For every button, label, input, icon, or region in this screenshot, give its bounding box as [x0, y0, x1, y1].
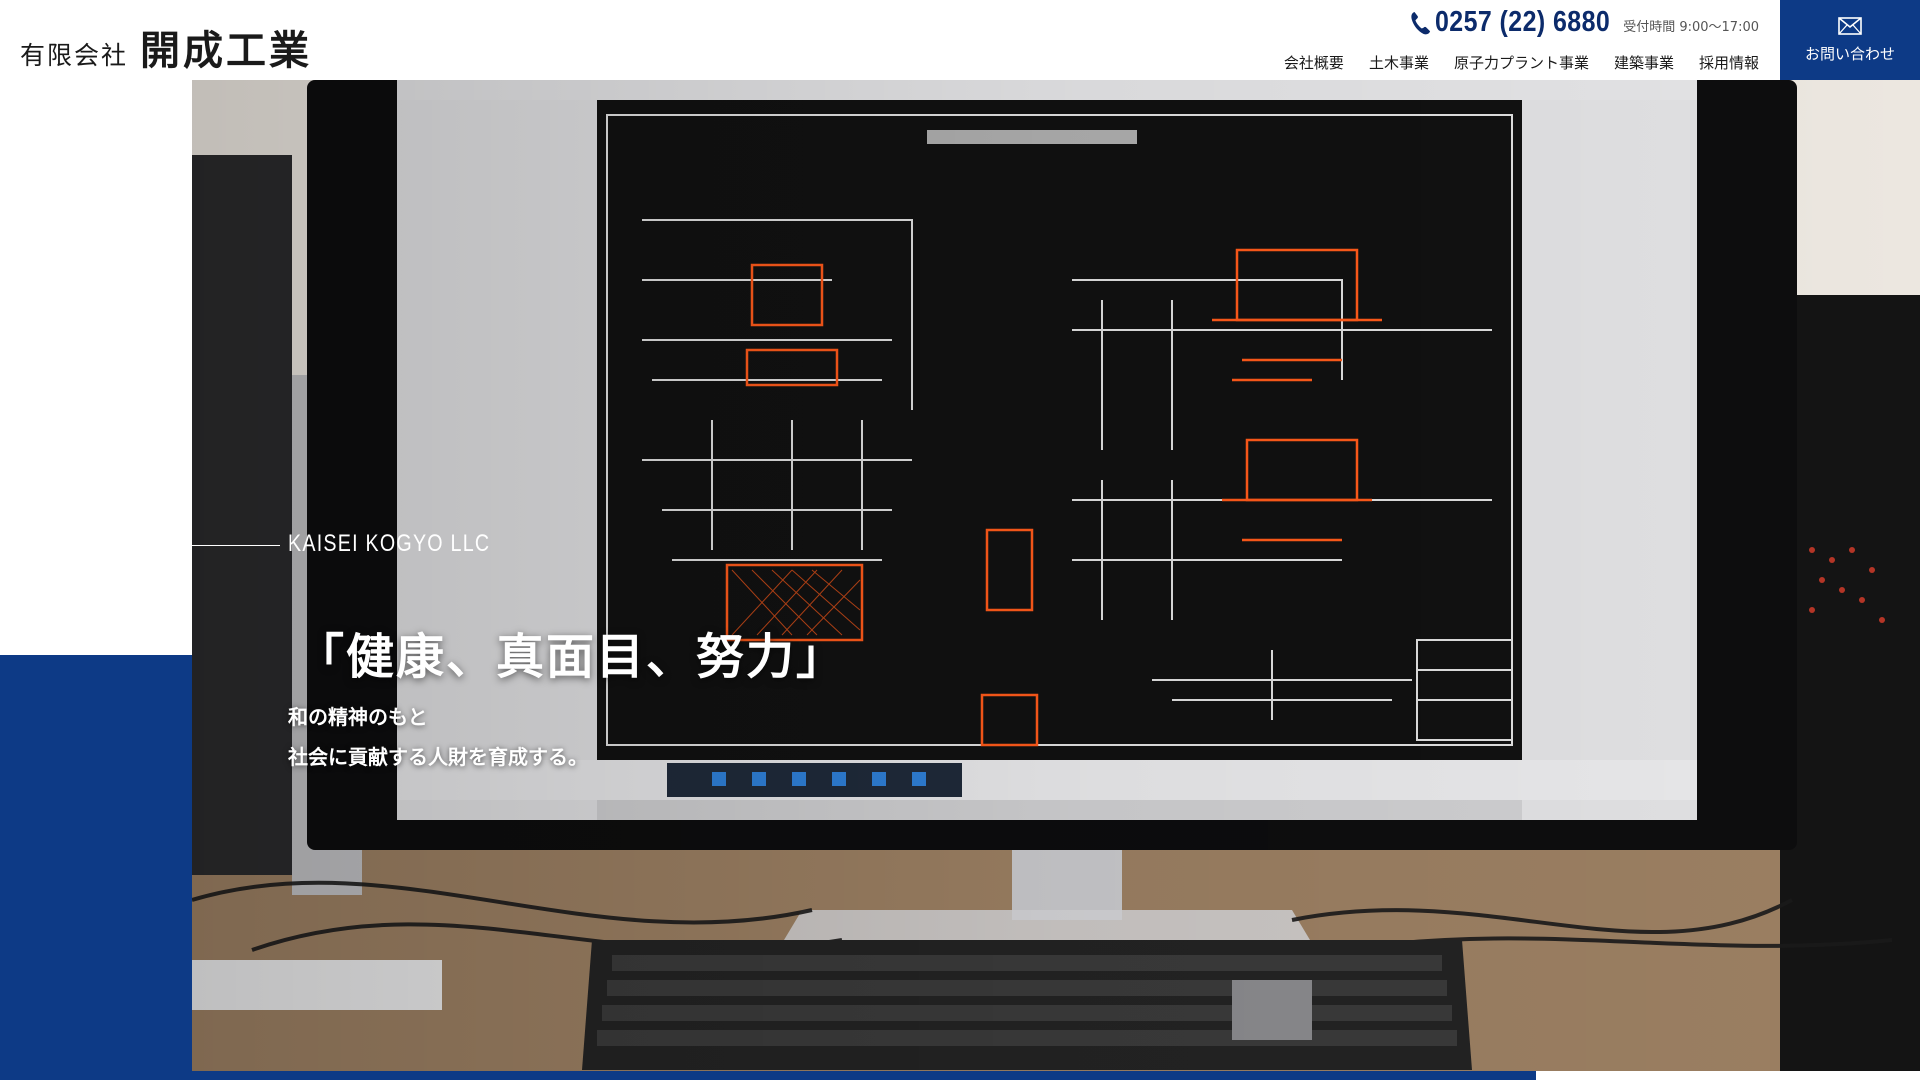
site-header: 有限会社 開成工業 0257 (22) 6880 受付時間 9:00〜17:00…	[0, 0, 1920, 80]
main-nav: 会社概要 土木事業 原子力プラント事業 建築事業 採用情報	[1284, 52, 1759, 73]
contact-label: お問い合わせ	[1804, 44, 1895, 63]
logo-prefix: 有限会社	[20, 41, 129, 70]
hero-slogan: 「健康、真面目、努力」	[296, 629, 847, 685]
hero-image	[192, 80, 1920, 1071]
hero-subtext: 和の精神のもと 社会に貢献する人財を育成する。	[288, 697, 588, 777]
mail-icon	[1838, 16, 1862, 35]
tag-line	[192, 545, 280, 546]
hero-overlay	[192, 80, 1920, 1071]
phone-hours: 受付時間 9:00〜17:00	[1623, 20, 1759, 35]
phone-icon	[1411, 11, 1431, 34]
cad-monitor-photo	[192, 80, 1920, 1071]
logo-name: 開成工業	[140, 27, 313, 74]
nav-item-company[interactable]: 会社概要	[1283, 54, 1344, 72]
contact-button[interactable]: お問い合わせ	[1780, 0, 1920, 80]
decor-blue-block	[0, 655, 230, 1080]
hero-subtext-line: 和の精神のもと	[288, 705, 428, 729]
nav-item-construction[interactable]: 建築事業	[1613, 54, 1674, 72]
phone-number[interactable]: 0257 (22) 6880	[1435, 6, 1611, 38]
nav-item-recruit[interactable]: 採用情報	[1698, 54, 1759, 72]
site-logo[interactable]: 有限会社 開成工業	[20, 18, 312, 76]
decor-blue-bar	[190, 1071, 1536, 1080]
nav-item-nuclear[interactable]: 原子力プラント事業	[1453, 54, 1589, 72]
company-english-name: KAISEI KOGYO LLC	[288, 530, 491, 557]
phone-contact[interactable]: 0257 (22) 6880 受付時間 9:00〜17:00	[1409, 6, 1759, 39]
hero-subtext-line: 社会に貢献する人財を育成する。	[288, 745, 588, 769]
nav-item-civil[interactable]: 土木事業	[1368, 54, 1429, 72]
